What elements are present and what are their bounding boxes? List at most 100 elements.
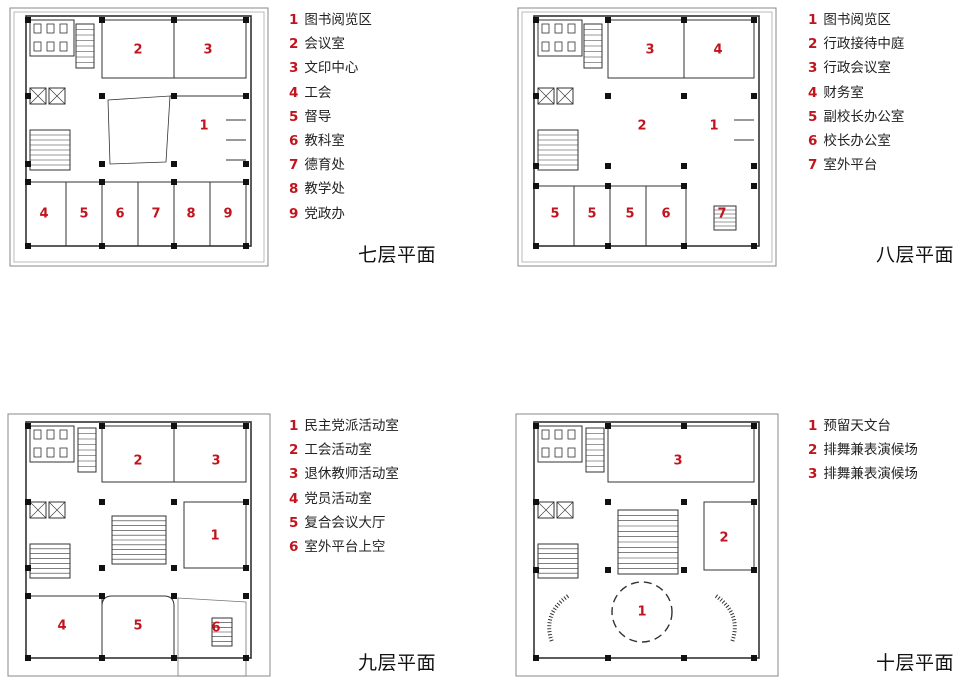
toilet-fixture (46, 429, 55, 440)
column (171, 499, 177, 505)
column (243, 593, 249, 599)
office (645, 185, 687, 247)
column (171, 179, 177, 185)
column (751, 183, 757, 189)
elevator-cross (48, 501, 66, 519)
plan-floor-10: 123 (515, 413, 779, 677)
column (243, 565, 249, 571)
toilet-fixture (541, 41, 550, 52)
column (605, 163, 611, 169)
column (171, 93, 177, 99)
toilet-fixture (567, 447, 576, 458)
room-number: 3 (645, 43, 654, 58)
toilet-fixture (554, 429, 563, 440)
column (25, 655, 31, 661)
room-number: 6 (115, 207, 124, 222)
toilet-block (29, 425, 75, 463)
outer-terrace-edge (517, 7, 777, 267)
room-number: 9 (223, 207, 232, 222)
toilet-fixture (33, 41, 42, 52)
column (533, 17, 539, 23)
toilet-fixture (567, 429, 576, 440)
toilet-fixture (59, 23, 68, 34)
column (243, 161, 249, 167)
toilet-fixture (46, 23, 55, 34)
column (681, 567, 687, 573)
room (173, 19, 247, 79)
outer-terrace-edge (7, 413, 271, 677)
column (171, 161, 177, 167)
elevator-shaft (48, 501, 66, 519)
column (681, 499, 687, 505)
column (25, 93, 31, 99)
column (99, 93, 105, 99)
room-number: 5 (550, 207, 559, 222)
column (533, 243, 539, 249)
column (751, 163, 757, 169)
room-number: 2 (637, 119, 646, 134)
column (605, 17, 611, 23)
room-number: 2 (133, 43, 142, 58)
column (681, 423, 687, 429)
platform-void (177, 597, 247, 677)
column (533, 655, 539, 661)
column (25, 17, 31, 23)
column (243, 655, 249, 661)
toilet-fixture (567, 41, 576, 52)
column (25, 179, 31, 185)
column (605, 499, 611, 505)
column (25, 565, 31, 571)
toilet-fixture (46, 447, 55, 458)
curved-stair (714, 594, 737, 643)
curved-stair (547, 594, 570, 643)
column (681, 17, 687, 23)
room-number: 6 (211, 621, 220, 636)
plan-title-floor-10: 十层平面 (876, 652, 955, 674)
column (25, 161, 31, 167)
column (243, 93, 249, 99)
column (243, 179, 249, 185)
room-number: 3 (673, 454, 682, 469)
column (605, 567, 611, 573)
toilet-fixture (541, 429, 550, 440)
column (99, 655, 105, 661)
column (681, 183, 687, 189)
room-number: 3 (211, 454, 220, 469)
column (25, 499, 31, 505)
column (533, 183, 539, 189)
room (703, 501, 755, 571)
toilet-fixture (554, 447, 563, 458)
column (243, 243, 249, 249)
column (681, 93, 687, 99)
column (751, 499, 757, 505)
column (25, 423, 31, 429)
column (99, 593, 105, 599)
column (751, 17, 757, 23)
toilet-fixture (554, 23, 563, 34)
terrace-edge-inner (521, 11, 773, 263)
column (681, 655, 687, 661)
column (681, 163, 687, 169)
void-outline (107, 95, 171, 165)
elevator-cross (29, 87, 47, 105)
room-number: 5 (133, 619, 142, 634)
column (605, 93, 611, 99)
toilet-fixture (541, 23, 550, 34)
column (243, 499, 249, 505)
toilet-block (537, 425, 583, 463)
column (171, 655, 177, 661)
